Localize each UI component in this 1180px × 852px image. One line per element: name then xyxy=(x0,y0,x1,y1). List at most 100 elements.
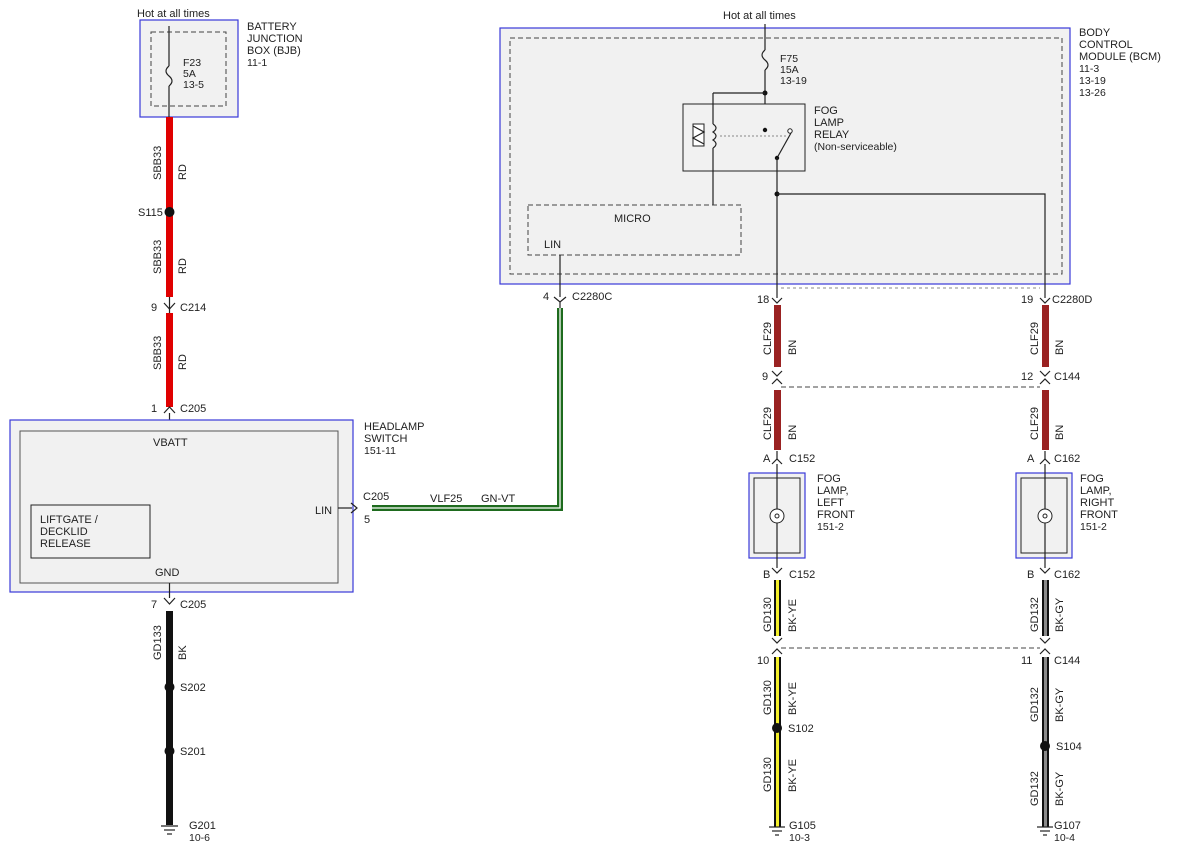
bcm-ref-1: 11-3 xyxy=(1079,63,1099,75)
clf29-left-circuit-1: CLF29 xyxy=(762,322,774,355)
micro-lin-label: LIN xyxy=(544,239,561,251)
bjb-ref: 11-1 xyxy=(247,57,267,69)
liftgate-box xyxy=(30,504,151,559)
bcm-inner-dash xyxy=(509,37,1063,275)
gd132-color-2: BK-GY xyxy=(1054,687,1066,722)
c152-b-name: C152 xyxy=(789,569,815,581)
fog-lamp-right-name-2: LAMP, xyxy=(1080,485,1112,497)
c152-a-pin: A xyxy=(763,453,771,465)
ground-g105-icon xyxy=(769,826,785,836)
splice-s115 xyxy=(164,207,175,217)
sbb33-color-1: RD xyxy=(177,164,189,180)
relay-name-1: FOG xyxy=(814,105,838,117)
splice-s104 xyxy=(1040,741,1050,751)
bjb-inner-dash xyxy=(150,31,227,107)
fog-lamp-left-bulb-icon xyxy=(769,508,785,524)
splice-s115-label: S115 xyxy=(138,207,163,219)
clf29-right-lower xyxy=(1042,390,1049,450)
left-fog-lamp-circuit: 18 CLF29 BN 9 CLF29 BN A C152 FOG LAMP, … xyxy=(748,294,855,844)
fog-lamp-right-bulb-icon xyxy=(1037,508,1053,524)
fuse-f75-id: F75 xyxy=(780,53,798,65)
c144-12-pin: 12 xyxy=(1021,371,1033,383)
fuse-f23-id: F23 xyxy=(183,57,201,69)
sbb33-wire: S115 SBB33 RD SBB33 RD SBB33 RD 9 C214 1… xyxy=(138,117,206,431)
gd132-color-1: BK-GY xyxy=(1054,597,1066,632)
c205-bottom-name: C205 xyxy=(180,599,206,611)
headlamp-switch-name-2: SWITCH xyxy=(364,433,407,445)
g201-id: G201 xyxy=(189,820,216,832)
c2280c-18-pin: 18 xyxy=(757,294,769,306)
gd132-upper-stripe xyxy=(1044,580,1047,636)
bjb-hot-label: Hot at all times xyxy=(137,8,210,20)
ground-g107-icon xyxy=(1037,826,1053,836)
splice-s201 xyxy=(164,746,175,756)
bcm-hot-label: Hot at all times xyxy=(723,10,796,22)
g107-id: G107 xyxy=(1054,820,1081,832)
c144-10-pin: 10 xyxy=(757,655,769,667)
fog-lamp-right-ref: 151-2 xyxy=(1080,521,1107,533)
splice-s201-label: S201 xyxy=(180,746,206,758)
vlf25-wire-body xyxy=(372,308,563,511)
sbb33-circuit-1: SBB33 xyxy=(152,146,164,180)
battery-junction-box: Hot at all times F23 5A 13-5 BATTERY JUN… xyxy=(137,8,303,118)
gd132-circuit-1: GD132 xyxy=(1029,597,1041,632)
headlamp-switch-ref: 151-11 xyxy=(364,445,396,457)
g105-id: G105 xyxy=(789,820,816,832)
splice-s104-label: S104 xyxy=(1056,741,1082,753)
connector-c2280d-19-icon xyxy=(1039,297,1051,304)
headlamp-switch: VBATT GND LIN LIFTGATE / DECKLID RELEASE… xyxy=(9,419,425,593)
relay-name-3: RELAY xyxy=(814,129,850,141)
fog-lamp-right-name-4: FRONT xyxy=(1080,509,1118,521)
c205-lin-pin: 5 xyxy=(364,514,370,526)
gd130-circuit-1: GD130 xyxy=(762,597,774,632)
connector-c214-icon xyxy=(163,302,176,310)
vlf25-wire-stripe xyxy=(372,308,561,509)
liftgate-label-3: RELEASE xyxy=(40,538,91,550)
bcm-name-1: BODY xyxy=(1079,27,1111,39)
gd130-upper-stripe xyxy=(776,580,779,636)
sbb33-circuit-3: SBB33 xyxy=(152,336,164,370)
bjb-name-2: JUNCTION xyxy=(247,33,303,45)
gd130-lower-stripe xyxy=(776,657,779,827)
c205-bottom-pin: 7 xyxy=(151,599,157,611)
clf29-left-color-1: BN xyxy=(787,340,799,355)
clf29-right-circuit-2: CLF29 xyxy=(1029,407,1041,440)
c214-name: C214 xyxy=(180,302,206,314)
c205-lin-name: C205 xyxy=(363,491,389,503)
headlamp-switch-name-1: HEADLAMP xyxy=(364,421,425,433)
gd130-color-2: BK-YE xyxy=(787,682,799,715)
gd132-circuit-2: GD132 xyxy=(1029,687,1041,722)
gd130-color-3: BK-YE xyxy=(787,759,799,792)
clf29-left-upper xyxy=(774,305,781,367)
c2280c-lin-pin: 4 xyxy=(543,291,549,303)
gd133-ground-wire: 7 C205 GD133 BK S202 S201 G201 10-6 xyxy=(151,583,216,844)
micro-label: MICRO xyxy=(614,213,651,225)
bcm-ref-2: 13-19 xyxy=(1079,75,1106,87)
gd130-circuit-2: GD130 xyxy=(762,680,774,715)
ground-g201-icon xyxy=(161,825,178,835)
c144-bottom-name: C144 xyxy=(1054,655,1080,667)
c205-top-name: C205 xyxy=(180,403,206,415)
gd133-color: BK xyxy=(177,645,189,660)
right-fog-lamp-circuit: 19 C2280D CLF29 BN 12 C144 CLF29 BN A C1… xyxy=(1015,294,1118,844)
relay-switch-icon xyxy=(776,132,792,159)
fog-lamp-left-name-3: LEFT xyxy=(817,497,844,509)
c2280c-lin-name: C2280C xyxy=(572,291,612,303)
fog-lamp-left-ref: 151-2 xyxy=(817,521,844,533)
c2280d-name: C2280D xyxy=(1052,294,1092,306)
gnd-label: GND xyxy=(155,567,180,579)
connector-c205-top-icon xyxy=(163,406,176,414)
fuse-f23-ref: 13-5 xyxy=(183,79,204,91)
clf29-right-color-1: BN xyxy=(1054,340,1066,355)
micro-box xyxy=(527,204,742,256)
fog-lamp-left-name-1: FOG xyxy=(817,473,841,485)
fog-lamp-left-name-2: LAMP, xyxy=(817,485,849,497)
clf29-left-color-2: BN xyxy=(787,425,799,440)
clf29-left-circuit-2: CLF29 xyxy=(762,407,774,440)
splice-s202-label: S202 xyxy=(180,682,206,694)
fog-lamp-right-name-1: FOG xyxy=(1080,473,1104,485)
clf29-right-color-2: BN xyxy=(1054,425,1066,440)
vlf25-color: GN-VT xyxy=(481,493,516,505)
c152-b-pin: B xyxy=(763,569,770,581)
